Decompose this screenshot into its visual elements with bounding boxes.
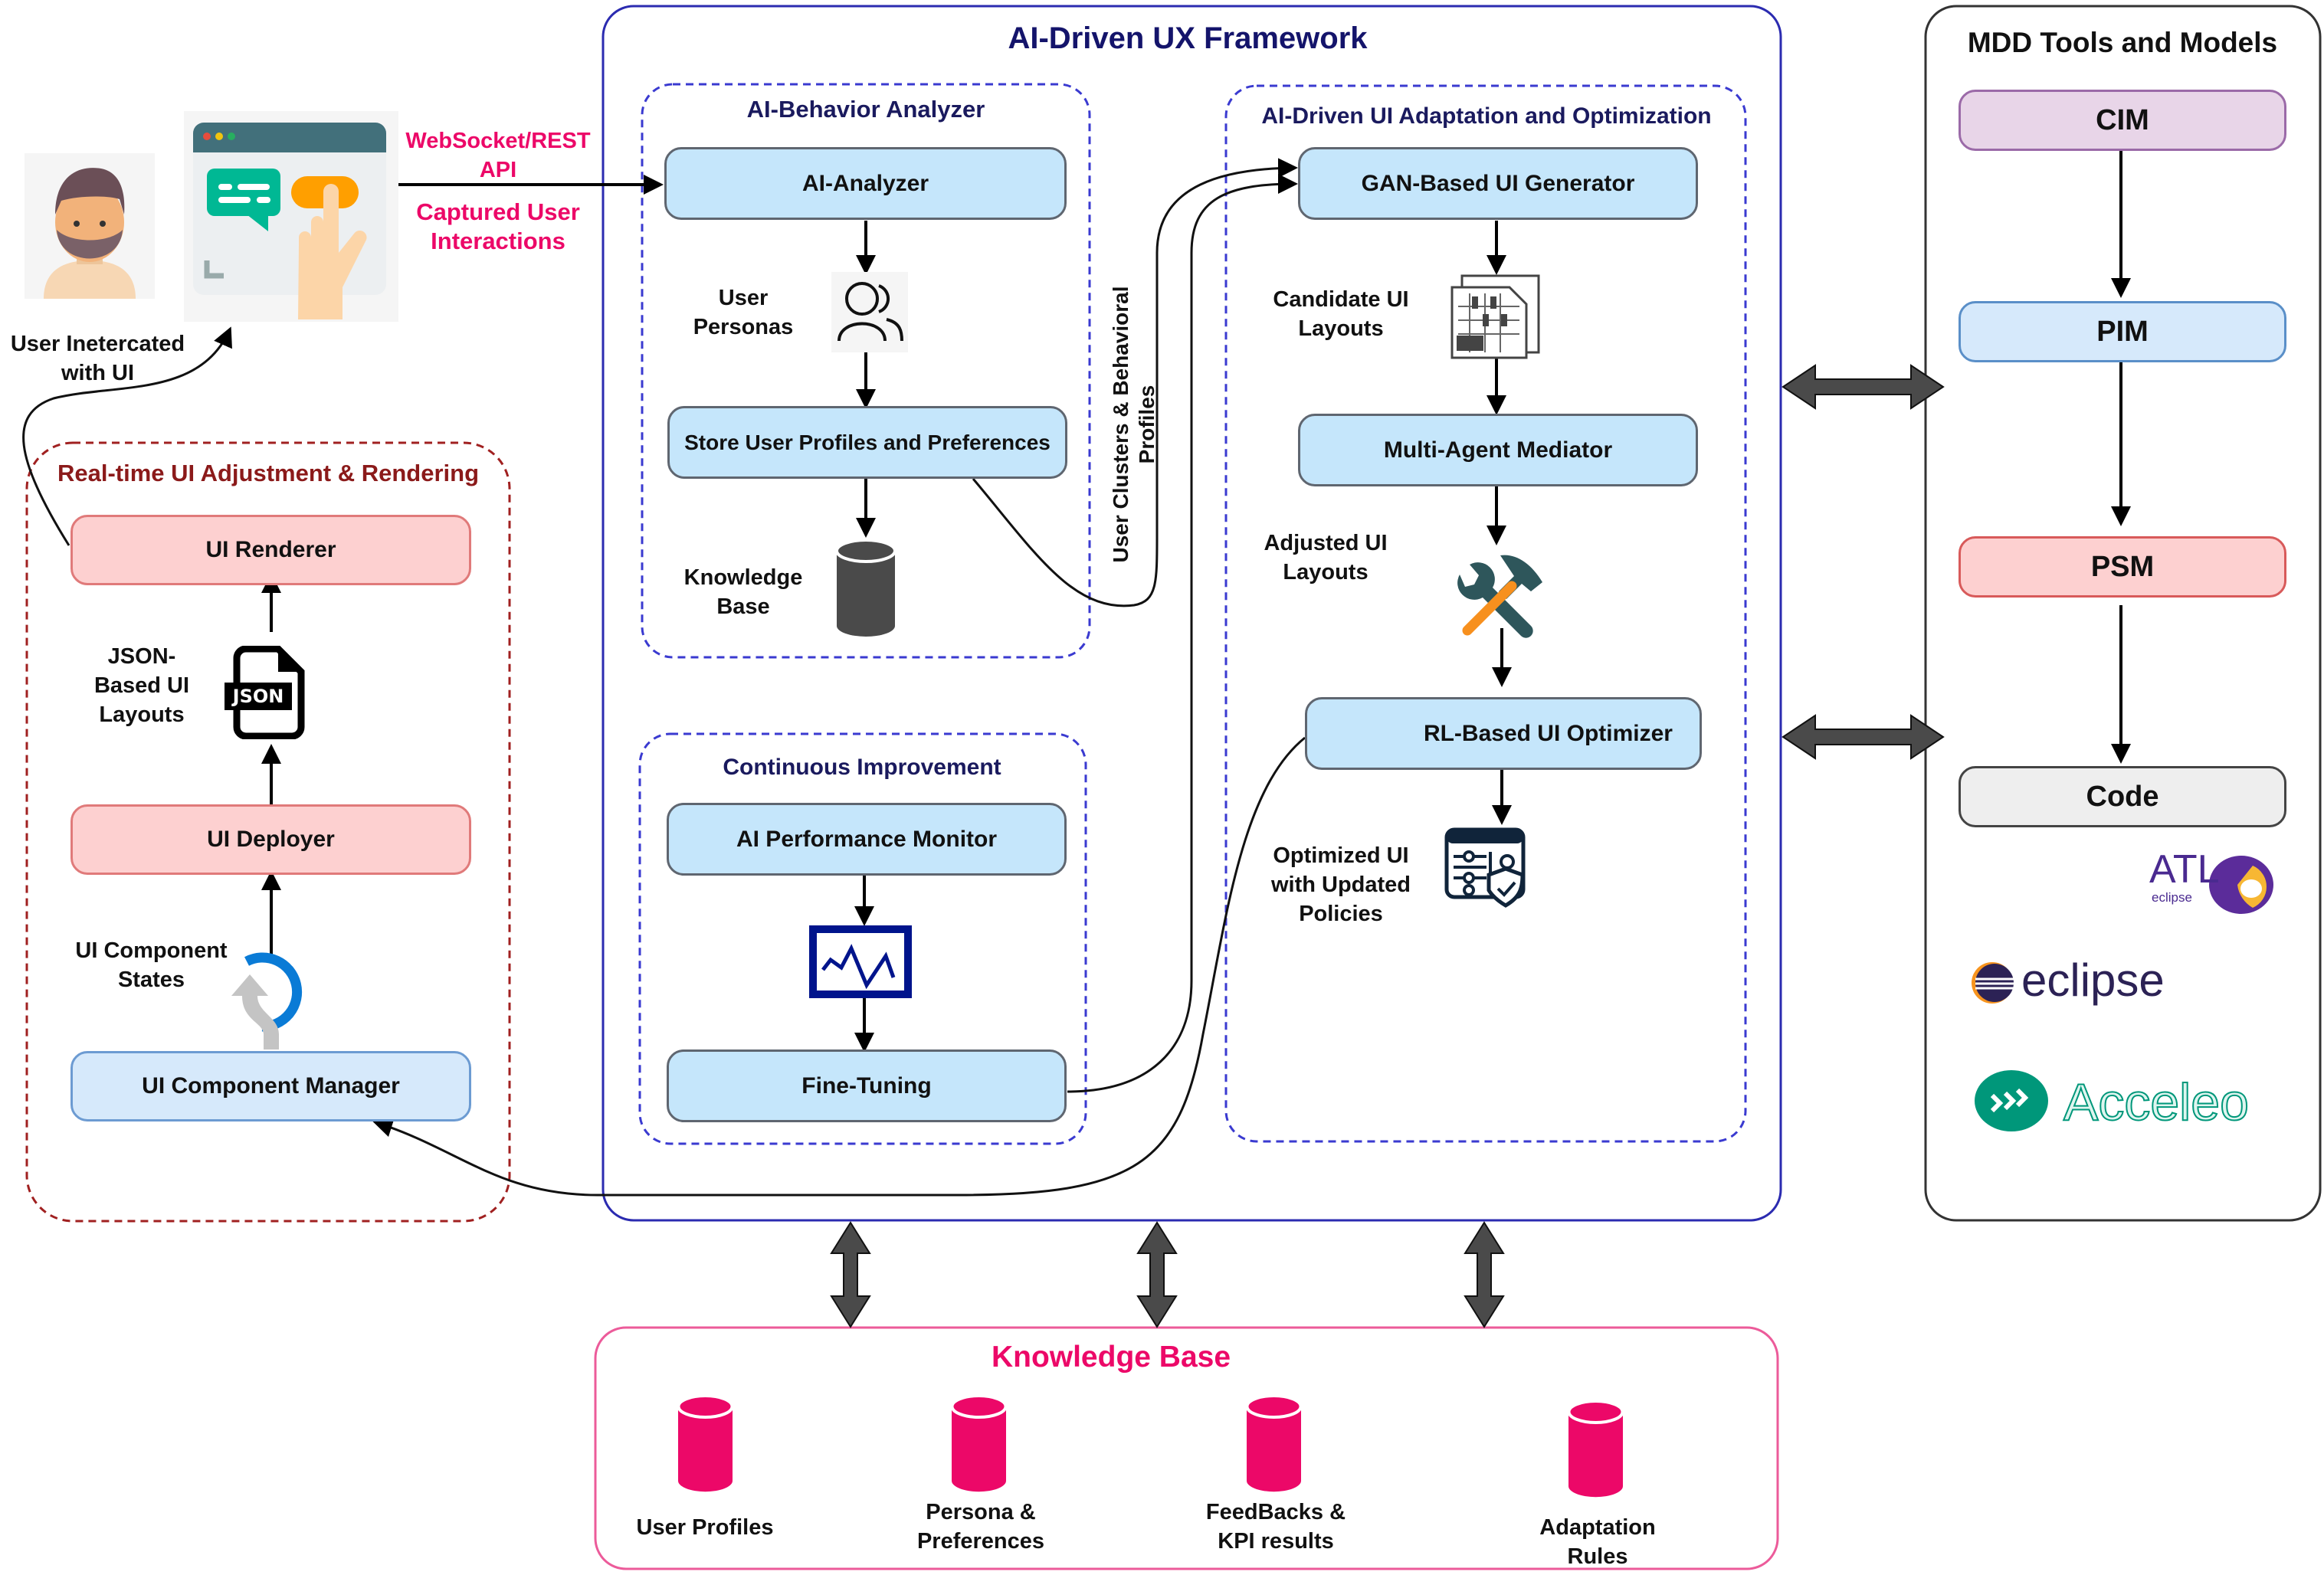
atl-logo: ATL eclipse bbox=[2145, 843, 2276, 919]
improvement-title: Continuous Improvement bbox=[723, 755, 1001, 780]
behavior-group-frame bbox=[641, 83, 1091, 659]
psm-box[interactable]: PSM bbox=[1959, 536, 2286, 598]
performance-monitor-box[interactable]: AI Performance Monitor bbox=[667, 803, 1067, 876]
store-profiles-box[interactable]: Store User Profiles and Preferences bbox=[667, 406, 1067, 479]
atl-logo-subtext: eclipse bbox=[2152, 890, 2192, 905]
optimized-ui-label: Optimized UI with Updated Policies bbox=[1270, 843, 1411, 926]
optimized-settings-icon bbox=[1444, 827, 1529, 915]
framework-frame bbox=[601, 5, 1782, 1222]
eclipse-logo: eclipse bbox=[1969, 954, 2168, 1011]
personas-icon bbox=[831, 272, 908, 352]
ui-deployer-box[interactable]: UI Deployer bbox=[70, 804, 471, 875]
ui-renderer-box[interactable]: UI Renderer bbox=[70, 515, 471, 585]
kb-store-adaptation-icon bbox=[1567, 1398, 1624, 1501]
mdd-link-arrow-bottom bbox=[1782, 714, 1945, 760]
behavior-title: AI-Behavior Analyzer bbox=[746, 96, 985, 123]
atl-logo-text: ATL bbox=[2149, 847, 2220, 892]
eclipse-logo-text: eclipse bbox=[2021, 954, 2165, 1006]
pim-box[interactable]: PIM bbox=[1959, 301, 2286, 362]
tools-icon bbox=[1450, 552, 1550, 640]
multi-agent-mediator-box[interactable]: Multi-Agent Mediator bbox=[1298, 414, 1698, 486]
mdd-title: MDD Tools and Models bbox=[1967, 27, 2278, 58]
kb-frame bbox=[594, 1326, 1779, 1570]
kb-store-adaptation-label: Adaptation Rules bbox=[1539, 1515, 1656, 1569]
component-states-label: UI Component States bbox=[75, 938, 228, 992]
improvement-group-frame bbox=[638, 732, 1087, 1145]
user-personas-label: User Personas bbox=[693, 286, 794, 339]
kb-store-persona-label: Persona & Preferences bbox=[916, 1500, 1045, 1554]
layout-grid-icon bbox=[1450, 272, 1546, 360]
json-badge: JSON bbox=[232, 686, 284, 707]
candidate-layouts-label: Candidate UI Layouts bbox=[1273, 287, 1409, 341]
kb-store-user-profiles-label: User Profiles bbox=[636, 1515, 774, 1540]
framework-title: AI-Driven UX Framework bbox=[1008, 21, 1368, 55]
user-avatar-icon bbox=[25, 153, 155, 299]
kb-link-arrow-3 bbox=[1464, 1221, 1505, 1328]
captured-interactions-label: Captured User Interactions bbox=[416, 198, 580, 254]
kb-store-persona-icon bbox=[950, 1393, 1008, 1496]
adjusted-layouts-label: Adjusted UI Layouts bbox=[1264, 531, 1388, 584]
monitor-waveform-icon bbox=[809, 925, 912, 998]
acceleo-logo: Acceleo bbox=[1973, 1069, 2295, 1138]
code-box[interactable]: Code bbox=[1959, 766, 2286, 827]
kb-title: Knowledge Base bbox=[991, 1341, 1231, 1374]
ui-component-manager-box[interactable]: UI Component Manager bbox=[70, 1051, 471, 1121]
ai-analyzer-box[interactable]: AI-Analyzer bbox=[664, 147, 1067, 220]
kb-local-label: Knowledge Base bbox=[683, 565, 803, 619]
kb-store-feedback-label: FeedBacks & KPI results bbox=[1205, 1500, 1346, 1554]
kb-link-arrow-1 bbox=[830, 1221, 871, 1328]
mdd-link-arrow-top bbox=[1782, 364, 1945, 410]
clusters-label: User Clusters & Behavioral Profiles bbox=[1109, 286, 1159, 563]
cim-box[interactable]: CIM bbox=[1959, 90, 2286, 151]
json-layouts-label: JSON-Based UI Layouts bbox=[93, 644, 190, 727]
json-file-icon: JSON bbox=[225, 645, 309, 740]
acceleo-logo-text: Acceleo bbox=[2063, 1072, 2250, 1132]
kb-store-feedback-icon bbox=[1245, 1393, 1303, 1496]
mdd-frame bbox=[1924, 5, 2322, 1222]
kb-database-icon bbox=[835, 534, 896, 637]
user-interacted-label: User Inetercated with UI bbox=[10, 332, 185, 385]
kb-link-arrow-2 bbox=[1136, 1221, 1178, 1328]
api-label: WebSocket/REST API bbox=[405, 129, 591, 182]
realtime-group-frame bbox=[25, 441, 511, 1223]
kb-store-user-profiles-icon bbox=[677, 1393, 734, 1496]
adaptation-group-frame bbox=[1224, 84, 1747, 1143]
touch-ui-icon bbox=[184, 111, 398, 322]
rl-optimizer-box[interactable]: RL-Based UI Optimizer bbox=[1305, 697, 1702, 770]
refresh-cycle-icon bbox=[216, 938, 323, 1049]
adaptation-title: AI-Driven UI Adaptation and Optimization bbox=[1261, 103, 1712, 129]
gan-generator-box[interactable]: GAN-Based UI Generator bbox=[1298, 147, 1698, 220]
realtime-title: Real-time UI Adjustment & Rendering bbox=[57, 460, 480, 486]
fine-tuning-box[interactable]: Fine-Tuning bbox=[667, 1049, 1067, 1122]
